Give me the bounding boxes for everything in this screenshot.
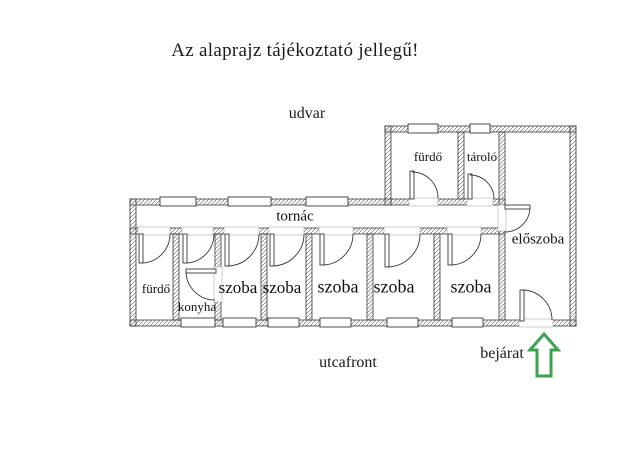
wall-furdo-tarolo — [457, 131, 465, 200]
door-arc — [185, 270, 216, 301]
door-openings — [137, 197, 554, 328]
door-arc-entrance — [521, 289, 553, 321]
door-opening — [213, 266, 223, 303]
window — [267, 317, 300, 328]
door-opening — [181, 226, 214, 236]
wall-szoba3-szoba4 — [366, 233, 374, 321]
door-opening — [408, 197, 439, 207]
window — [319, 317, 352, 328]
door-leaf — [504, 204, 531, 210]
window — [469, 123, 491, 134]
window — [305, 196, 349, 207]
room-label-tarolo: tároló — [466, 149, 498, 164]
door-leaf — [319, 233, 325, 266]
door-arc — [469, 174, 495, 200]
wall-szoba2-szoba3 — [305, 233, 313, 321]
door-opening — [223, 226, 260, 236]
door-arc — [271, 233, 305, 267]
door-arc — [504, 206, 531, 233]
window — [451, 317, 484, 328]
door-opening — [268, 226, 305, 236]
wall-block-left — [384, 125, 392, 206]
label-utcafront: utcafront — [319, 354, 377, 371]
door-opening-entrance — [518, 318, 554, 328]
wall-left — [129, 198, 137, 327]
windows — [159, 123, 491, 328]
door-arc — [321, 233, 354, 266]
room-label-szoba-3: szoba — [317, 276, 359, 297]
door-leaves — [138, 170, 531, 322]
door-opening — [318, 226, 354, 236]
door-opening — [466, 197, 494, 207]
wall-szoba4-szoba5 — [433, 233, 441, 321]
door-arc — [411, 171, 439, 199]
entrance-arrow-icon — [526, 331, 562, 378]
room-label-szoba-2: szoba — [262, 278, 302, 297]
label-bejarat: bejárat — [480, 345, 524, 362]
door-leaf-entrance — [519, 289, 525, 322]
door-opening — [497, 204, 507, 232]
room-label-szoba-1: szoba — [218, 278, 258, 297]
wall-right — [569, 125, 577, 327]
door-leaf — [384, 233, 390, 268]
door-leaf — [185, 268, 217, 274]
window — [180, 317, 216, 328]
room-label-szoba-5: szoba — [450, 276, 492, 297]
wall-szoba1-szoba2 — [260, 233, 268, 321]
wall-furdo-konyha — [172, 233, 180, 321]
window — [159, 196, 197, 207]
door-arc — [386, 233, 421, 268]
door-leaf — [467, 173, 473, 200]
door-leaf — [138, 233, 144, 264]
door-leaf — [182, 233, 188, 264]
door-leaf — [409, 170, 415, 200]
door-arc — [226, 233, 260, 267]
room-label-tornac: tornác — [276, 208, 314, 225]
page-title: Az alaprajz tájékoztató jellegű! — [171, 40, 419, 61]
window — [222, 317, 257, 328]
label-udvar: udvar — [288, 105, 326, 122]
window — [407, 123, 439, 134]
room-label-furdo-bottom: fürdő — [141, 281, 171, 296]
room-label-eloszoba: előszoba — [511, 231, 565, 248]
door-arc — [140, 233, 171, 264]
window — [386, 317, 419, 328]
door-leaf — [269, 233, 275, 267]
door-opening — [137, 226, 171, 236]
window — [227, 196, 272, 207]
room-label-konyha: konyha — [177, 299, 217, 314]
door-leaf — [224, 233, 230, 267]
door-arc — [184, 233, 215, 264]
door-leaf — [447, 233, 453, 266]
door-arcs — [140, 171, 553, 321]
room-label-szoba-4: szoba — [373, 276, 415, 297]
door-opening — [446, 226, 482, 236]
room-label-furdo-top: fürdő — [413, 149, 443, 164]
door-arc — [449, 233, 482, 266]
door-opening — [383, 226, 421, 236]
